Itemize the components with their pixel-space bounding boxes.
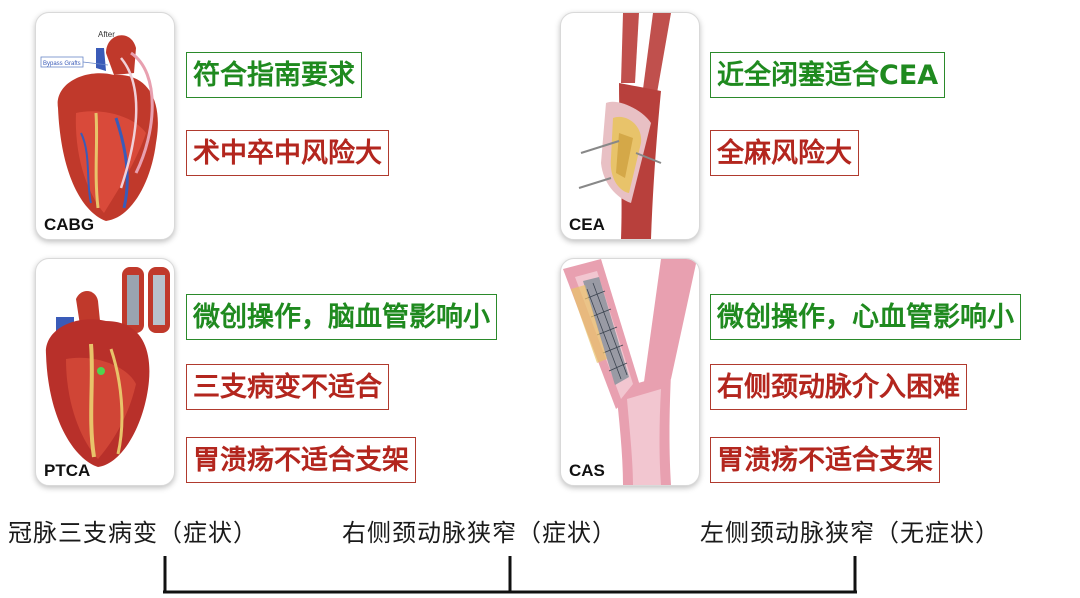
scenario-coronary-three-vessel: 冠脉三支病变（症状） bbox=[8, 519, 258, 547]
cea-illustration-card: CEA bbox=[560, 12, 700, 240]
cas-label: CAS bbox=[569, 461, 605, 480]
cabg-con-tag: 术中卒中风险大 bbox=[186, 130, 389, 176]
cea-con-tag: 全麻风险大 bbox=[710, 130, 859, 176]
cas-illustration-card: CAS bbox=[560, 258, 700, 486]
ptca-con-tag-2: 胃溃疡不适合支架 bbox=[186, 437, 416, 483]
cas-con-tag-2: 胃溃疡不适合支架 bbox=[710, 437, 940, 483]
cabg-pro-tag: 符合指南要求 bbox=[186, 52, 362, 98]
ptca-label: PTCA bbox=[44, 461, 91, 480]
cabg-illustration-card: Bypass Grafts After CABG bbox=[35, 12, 175, 240]
cas-stent-illustration bbox=[563, 259, 697, 485]
cas-pro-tag: 微创操作，心血管影响小 bbox=[710, 294, 1021, 340]
ptca-pro-tag: 微创操作，脑血管影响小 bbox=[186, 294, 497, 340]
bypass-grafts-callout: Bypass Grafts bbox=[43, 61, 81, 67]
cea-pro-tag: 近全闭塞适合CEA bbox=[710, 52, 946, 98]
ptca-illustration-card: PTCA bbox=[35, 258, 175, 486]
scenario-right-carotid-stenosis: 右侧颈动脉狭窄（症状） bbox=[342, 519, 617, 547]
cabg-heart-illustration: Bypass Grafts After bbox=[40, 30, 158, 222]
after-caption: After bbox=[98, 30, 115, 39]
ptca-heart-illustration bbox=[45, 267, 170, 467]
cas-con-tag-1: 右侧颈动脉介入困难 bbox=[710, 364, 967, 410]
cea-artery-illustration bbox=[578, 13, 671, 239]
cabg-label: CABG bbox=[44, 215, 95, 234]
scenario-left-carotid-stenosis: 左侧颈动脉狭窄（无症状） bbox=[700, 519, 1000, 547]
ptca-con-tag-1: 三支病变不适合 bbox=[186, 364, 389, 410]
cea-label: CEA bbox=[569, 215, 605, 234]
